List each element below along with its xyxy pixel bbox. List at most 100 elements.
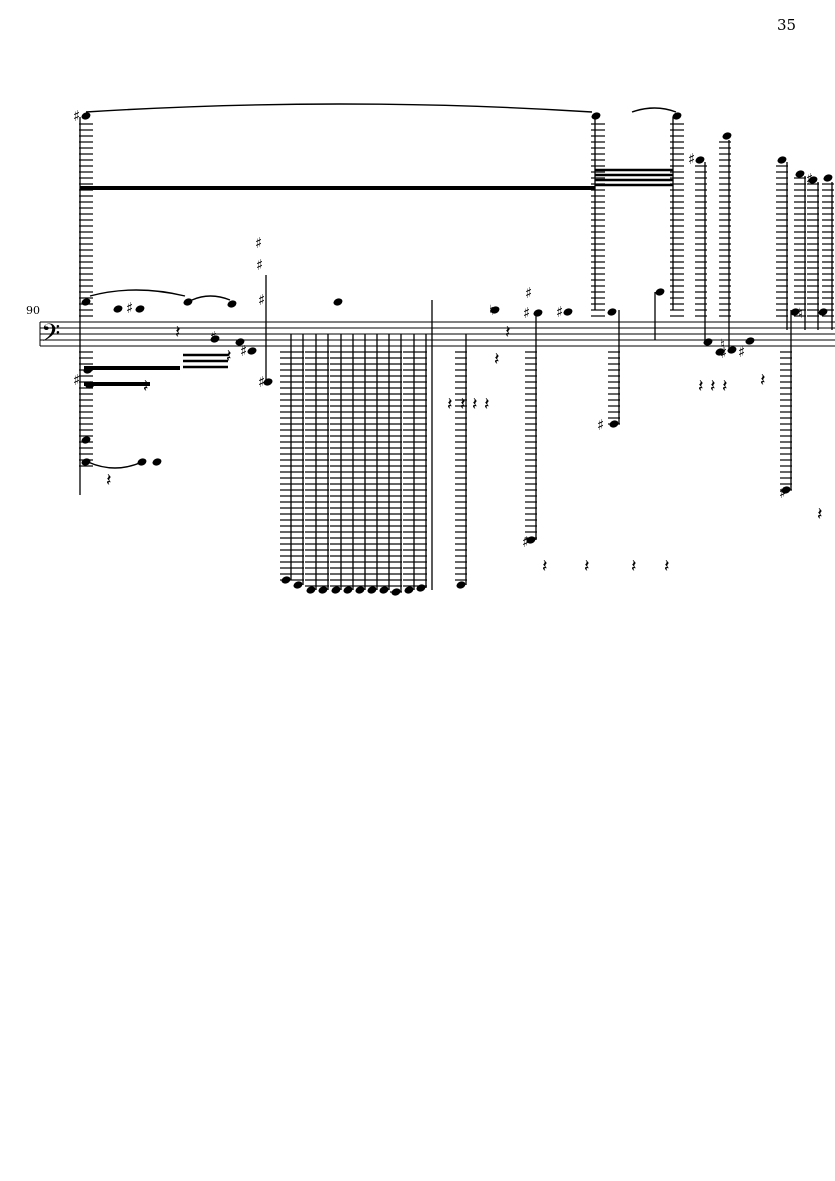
rest-icon: 𝄽 bbox=[584, 556, 590, 577]
notehead bbox=[818, 308, 828, 316]
natural-icon: ♮ bbox=[798, 306, 803, 322]
sharp-icon: ♯ bbox=[258, 291, 265, 309]
notehead bbox=[591, 112, 601, 120]
notehead bbox=[490, 306, 500, 314]
notehead bbox=[367, 586, 377, 594]
page-number: 35 bbox=[777, 16, 797, 34]
notehead bbox=[343, 586, 353, 594]
notehead bbox=[609, 420, 619, 428]
beam-group bbox=[595, 168, 673, 187]
sharp-icon: ♯ bbox=[210, 328, 217, 346]
sharp-icon: ♯ bbox=[597, 416, 604, 434]
measure-number: 90 bbox=[26, 304, 40, 317]
notehead bbox=[306, 586, 316, 594]
notehead bbox=[281, 576, 291, 584]
notehead bbox=[695, 156, 705, 164]
notehead bbox=[456, 581, 466, 589]
notehead bbox=[655, 288, 665, 296]
notehead bbox=[152, 458, 162, 466]
sharp-icon: ♯ bbox=[720, 344, 727, 362]
notehead bbox=[607, 308, 617, 316]
sharp-icon: ♯ bbox=[256, 256, 263, 274]
notehead bbox=[563, 308, 573, 316]
rest-icon: 𝄽 bbox=[760, 370, 766, 391]
natural-icon: ♮ bbox=[720, 337, 725, 353]
rest-icon: 𝄽 bbox=[710, 376, 716, 397]
tie bbox=[87, 461, 143, 469]
notehead bbox=[808, 176, 818, 184]
tie bbox=[89, 289, 186, 297]
rest-icon: 𝄽 bbox=[631, 556, 637, 577]
rest-icon: 𝄽 bbox=[542, 556, 548, 577]
noteheads bbox=[81, 112, 833, 596]
notehead bbox=[781, 486, 791, 494]
rest-icon: 𝄽 bbox=[494, 349, 500, 370]
notehead bbox=[823, 174, 833, 182]
notehead bbox=[703, 338, 713, 346]
notehead bbox=[790, 308, 800, 316]
notehead bbox=[745, 337, 755, 345]
notehead bbox=[672, 112, 682, 120]
notehead bbox=[235, 338, 245, 346]
sharp-icon: ♯ bbox=[258, 373, 265, 391]
sharp-icon: ♯ bbox=[522, 533, 529, 551]
sharp-icon: ♯ bbox=[523, 304, 530, 322]
rest-icon: 𝄽 bbox=[226, 346, 232, 367]
rest-icon: 𝄽 bbox=[460, 394, 466, 415]
notehead bbox=[355, 586, 365, 594]
notehead bbox=[727, 346, 737, 354]
notehead bbox=[293, 581, 303, 589]
notehead bbox=[247, 347, 257, 355]
sharp-icon: ♯ bbox=[73, 107, 80, 125]
notehead bbox=[81, 298, 91, 306]
notehead bbox=[263, 378, 273, 386]
notehead bbox=[379, 586, 389, 594]
natural-icon: ♮ bbox=[489, 303, 494, 319]
rest-icon: 𝄽 bbox=[143, 376, 149, 397]
rest-icon: 𝄽 bbox=[722, 376, 728, 397]
notehead bbox=[416, 584, 426, 592]
notehead bbox=[81, 458, 91, 466]
bass-clef-icon: 𝄢 bbox=[41, 319, 60, 354]
notehead bbox=[81, 112, 91, 120]
notehead bbox=[183, 298, 193, 306]
notehead bbox=[331, 586, 341, 594]
notehead bbox=[715, 348, 725, 356]
notehead bbox=[777, 156, 787, 164]
notehead bbox=[113, 305, 123, 313]
rest-icon: 𝄽 bbox=[698, 376, 704, 397]
rest-icon: 𝄽 bbox=[472, 394, 478, 415]
stems bbox=[265, 140, 833, 592]
notehead bbox=[722, 132, 732, 140]
notehead bbox=[318, 586, 328, 594]
rest-icon: 𝄽 bbox=[447, 394, 453, 415]
sharp-icon: ♯ bbox=[556, 303, 563, 321]
staff bbox=[39, 321, 835, 347]
notehead bbox=[391, 588, 401, 596]
notehead bbox=[333, 298, 343, 306]
rest-icon: 𝄽 bbox=[817, 504, 823, 525]
notehead bbox=[137, 458, 147, 466]
notehead bbox=[81, 436, 91, 444]
notehead bbox=[404, 586, 414, 594]
sharp-icon: ♯ bbox=[688, 150, 695, 168]
notehead bbox=[533, 309, 543, 317]
rest-icon: 𝄽 bbox=[505, 322, 511, 343]
tie bbox=[631, 107, 677, 113]
rest-icon: 𝄽 bbox=[484, 394, 490, 415]
sharp-icon: ♯ bbox=[525, 284, 532, 302]
rest-icon: 𝄽 bbox=[175, 322, 181, 343]
accidentals: ♯♯♯♯♯♯♯♯♯♯♯♯♯♯♯♯♯♯♯♮♮♮ bbox=[73, 107, 813, 551]
notehead bbox=[795, 170, 805, 178]
notehead bbox=[227, 300, 237, 308]
notehead bbox=[526, 536, 536, 544]
sharp-icon: ♯ bbox=[73, 371, 80, 389]
sharp-icon: ♯ bbox=[779, 484, 786, 502]
sharp-icon: ♯ bbox=[126, 299, 133, 317]
sharp-icon: ♯ bbox=[240, 342, 247, 360]
sharp-icon: ♯ bbox=[806, 170, 813, 188]
rest-icon: 𝄽 bbox=[664, 556, 670, 577]
notehead bbox=[210, 335, 220, 343]
sharp-icon: ♯ bbox=[738, 343, 745, 361]
